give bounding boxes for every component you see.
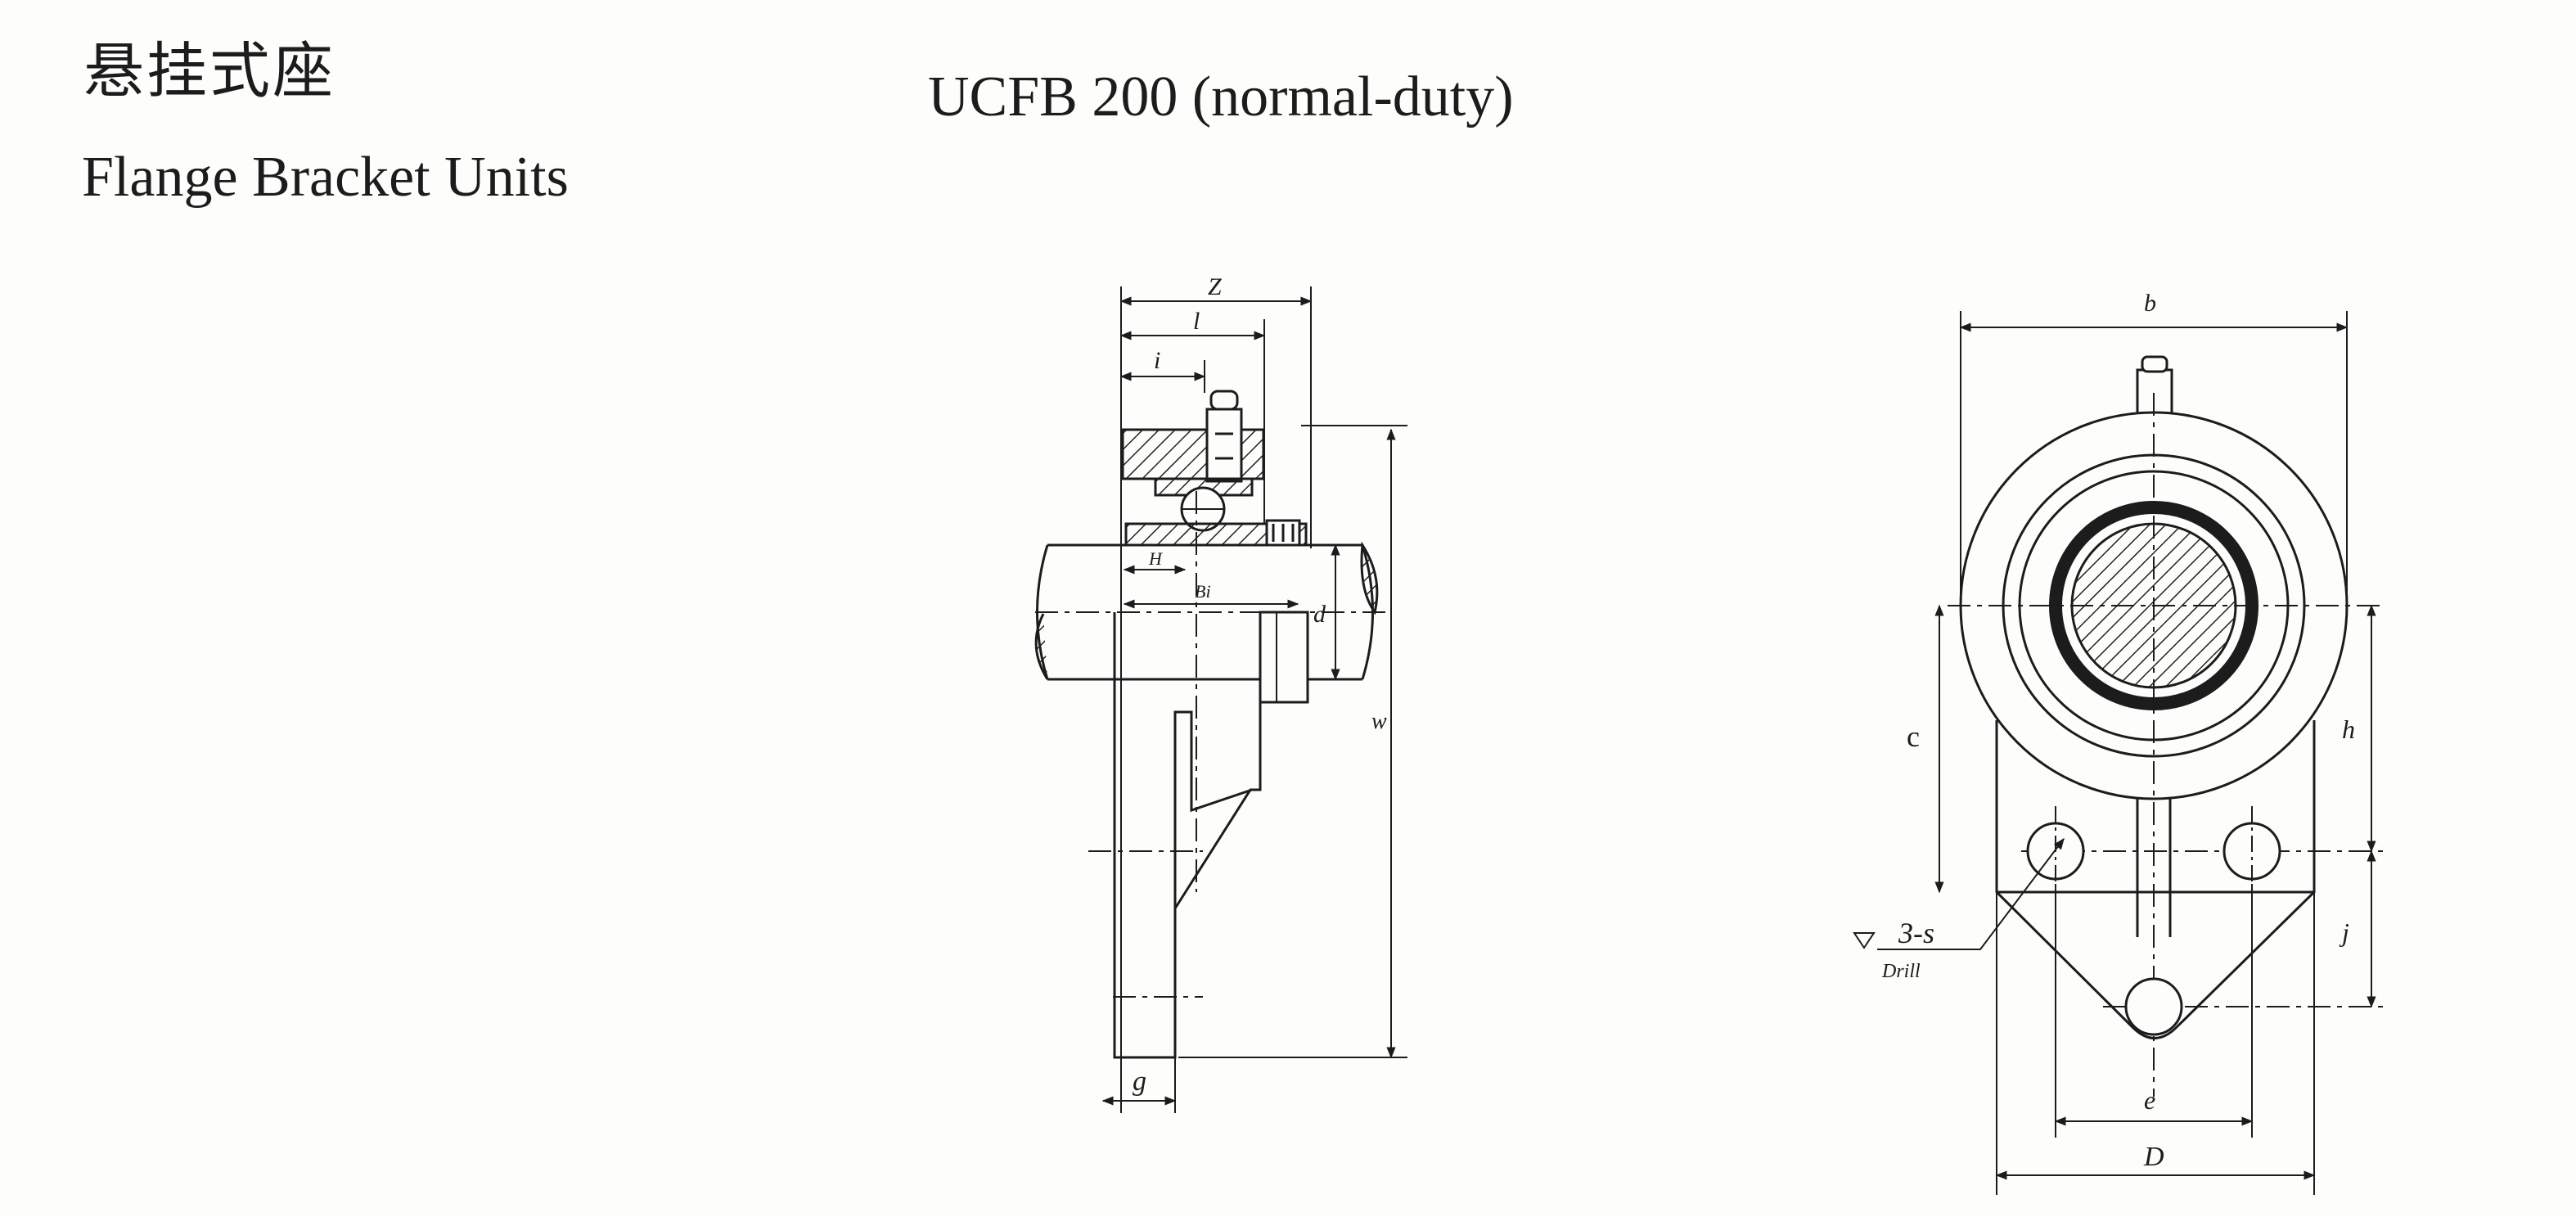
label-w: w xyxy=(1371,709,1387,734)
label-c: c xyxy=(1907,720,1920,753)
label-e: e xyxy=(2144,1085,2155,1115)
side-view-labels: Z l i H Bi d w g xyxy=(1133,273,1387,1097)
label-D: D xyxy=(2143,1142,2164,1172)
label-i: i xyxy=(1154,347,1160,374)
title-chinese: 悬挂式座 xyxy=(83,36,336,106)
label-drill: Drill xyxy=(1881,961,1921,982)
title-english: Flange Bracket Units xyxy=(82,146,569,209)
label-l: l xyxy=(1193,308,1200,335)
label-bi: Bi xyxy=(1195,581,1211,602)
label-drill-size: 3-s xyxy=(1898,917,1934,949)
side-view xyxy=(1034,286,1407,1113)
label-d: d xyxy=(1313,601,1326,628)
front-view-labels: b c h j e D 3-s Drill xyxy=(1881,290,2355,1172)
label-h-small: H xyxy=(1148,548,1163,569)
label-g: g xyxy=(1133,1066,1146,1097)
front-view xyxy=(1853,311,2389,1195)
label-j: j xyxy=(2339,917,2349,947)
label-z: Z xyxy=(1208,273,1222,300)
label-h: h xyxy=(2342,714,2355,744)
model-title: UCFB 200 (normal-duty) xyxy=(928,65,1514,128)
label-b: b xyxy=(2144,290,2156,317)
